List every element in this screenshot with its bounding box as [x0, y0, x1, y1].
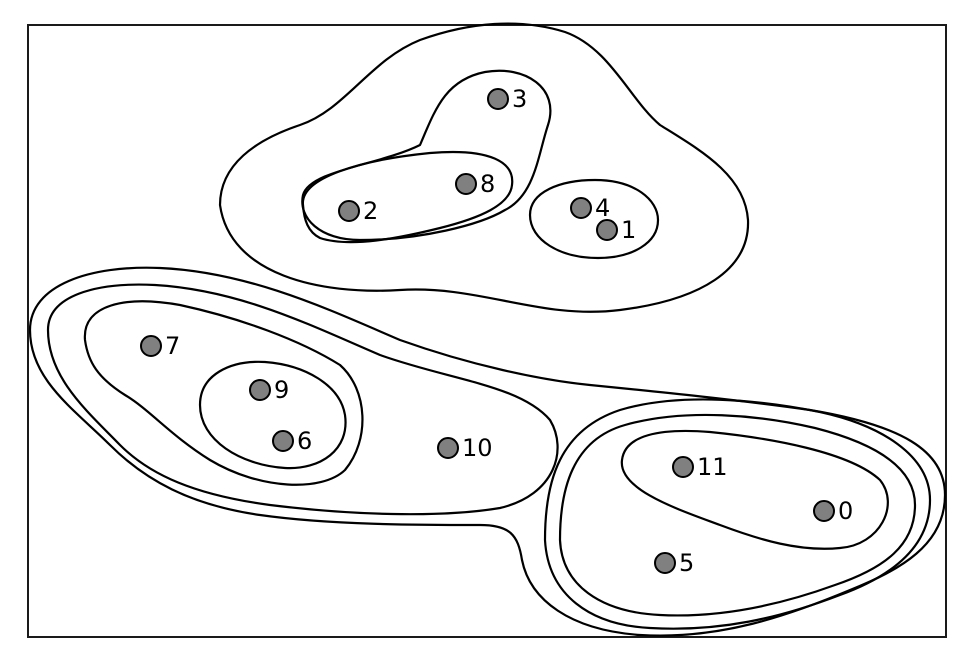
diagram-frame: [27, 24, 947, 638]
node-1: [596, 219, 618, 241]
node-5: [654, 552, 676, 574]
node-label-1: 1: [621, 216, 636, 244]
node-label-11: 11: [697, 453, 728, 481]
node-label-2: 2: [363, 197, 378, 225]
node-10: [437, 437, 459, 459]
node-2: [338, 200, 360, 222]
node-9: [249, 379, 271, 401]
contour-bottom-right-in: [558, 413, 917, 617]
node-8: [455, 173, 477, 195]
contour-bottom-11-0: [620, 429, 889, 550]
contour-top-3-8-2: [301, 69, 552, 242]
contour-bottom-left-mid: [46, 283, 559, 516]
contour-top-outer: [218, 22, 750, 313]
node-label-4: 4: [595, 194, 610, 222]
node-label-7: 7: [165, 332, 180, 360]
node-7: [140, 335, 162, 357]
node-label-0: 0: [838, 497, 853, 525]
contour-bottom-left-in: [83, 300, 364, 486]
node-label-6: 6: [297, 427, 312, 455]
node-label-3: 3: [512, 85, 527, 113]
contour-bottom-9-6: [198, 360, 347, 470]
node-label-9: 9: [274, 376, 289, 404]
node-3: [487, 88, 509, 110]
node-11: [672, 456, 694, 478]
node-label-5: 5: [679, 549, 694, 577]
node-0: [813, 500, 835, 522]
contour-bottom-right-mid: [543, 398, 932, 630]
contour-top-2-8: [301, 150, 514, 244]
node-group: 0 1 2 3 4 5 6 7 8 9 10 11: [140, 85, 853, 577]
contour-top-4-1: [528, 178, 660, 260]
node-label-10: 10: [462, 434, 493, 462]
node-4: [570, 197, 592, 219]
node-6: [272, 430, 294, 452]
node-label-8: 8: [480, 170, 495, 198]
